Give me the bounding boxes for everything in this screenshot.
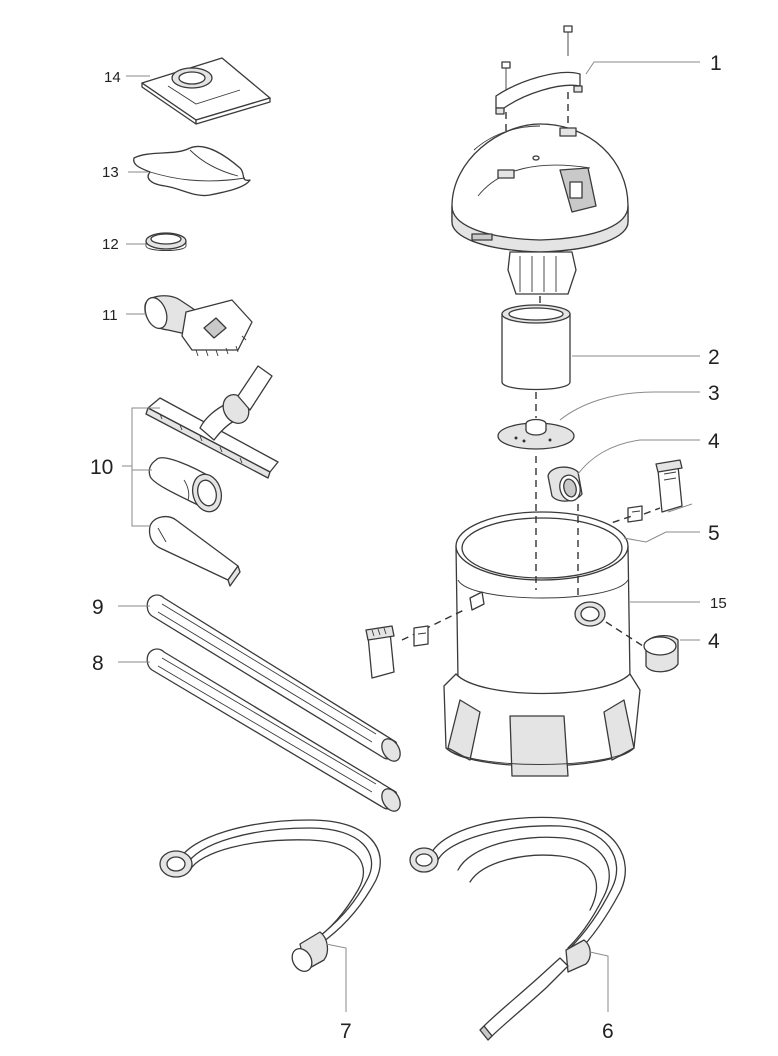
leader-lines [118, 61, 700, 1012]
part-4-inlet-connector-upper [547, 466, 583, 502]
label-13: 13 [102, 164, 119, 181]
part-labels: 1 2 3 4 5 15 4 6 7 8 9 10 11 12 13 14 [90, 52, 727, 1043]
part-1-carry-handle [495, 25, 583, 115]
label-4-lower: 4 [708, 630, 720, 653]
part-15-container [443, 511, 641, 777]
part-11-upholstery-nozzle [144, 295, 253, 357]
part-4-cap-lower [643, 634, 679, 673]
part-14-filter-bag [141, 57, 271, 125]
part-13-cloth-filter [133, 145, 251, 197]
part-7-suction-hose [159, 819, 381, 972]
label-4-upper: 4 [708, 430, 720, 453]
label-9: 9 [92, 596, 104, 619]
label-3: 3 [708, 382, 720, 405]
label-5: 5 [708, 522, 720, 545]
part-10-floor-nozzle-set [145, 365, 279, 587]
label-11: 11 [102, 307, 118, 324]
part-9-extension-tube [146, 594, 401, 762]
label-7: 7 [340, 1020, 352, 1043]
label-1: 1 [710, 52, 722, 75]
part-12-ring-clamp [145, 232, 187, 251]
label-12: 12 [102, 236, 119, 253]
part-5-latch-right [627, 459, 683, 523]
latch-left [365, 625, 429, 679]
label-2: 2 [708, 346, 720, 369]
label-8: 8 [92, 652, 104, 675]
part-3-filter-disc [497, 418, 575, 450]
part-6-suction-hose-handle [409, 816, 626, 1041]
label-14: 14 [104, 69, 121, 86]
part-8-extension-tube [146, 648, 401, 812]
part-2-cartridge-filter [501, 304, 571, 391]
label-6: 6 [602, 1020, 614, 1043]
label-15: 15 [710, 595, 727, 612]
label-10: 10 [90, 456, 113, 479]
motor-head [451, 123, 629, 295]
